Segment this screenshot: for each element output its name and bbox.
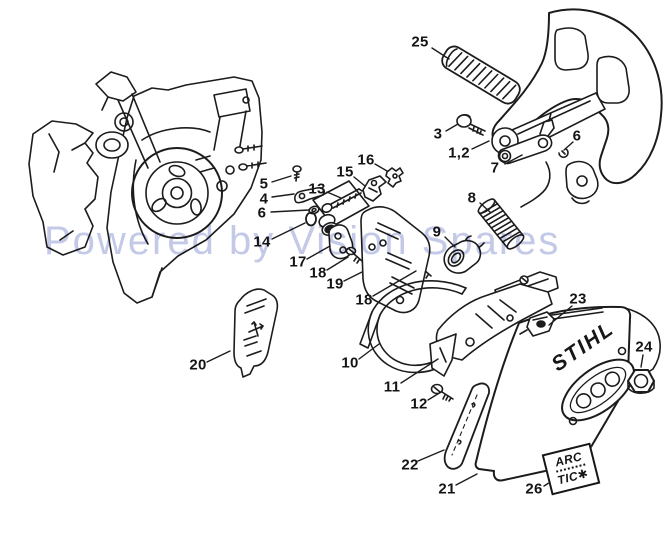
clip-6-sketch (558, 148, 569, 159)
part-label-7[interactable]: 7 (490, 159, 500, 177)
hand-guard-sketch (491, 8, 663, 205)
screw-5-sketch (292, 165, 302, 182)
part-label-9[interactable]: 9 (432, 223, 442, 241)
clip-4-sketch (294, 187, 325, 204)
screw-18a-sketch (345, 246, 363, 264)
brake-mechanism-11-sketch (429, 271, 559, 377)
part-label-19[interactable]: 19 (326, 275, 344, 293)
part-label-4[interactable]: 4 (259, 190, 269, 208)
part-label-14[interactable]: 14 (253, 233, 271, 251)
clip-23-sketch (519, 311, 555, 337)
part-label-15[interactable]: 15 (336, 163, 354, 181)
part-label-20[interactable]: 20 (189, 356, 207, 374)
part-label-6-right[interactable]: 6 (572, 127, 582, 145)
part-label-21[interactable]: 21 (438, 480, 456, 498)
brake-lever-7-sketch (497, 112, 555, 165)
part-label-25[interactable]: 25 (411, 33, 429, 51)
part-label-8[interactable]: 8 (467, 189, 477, 207)
part-label-6-left[interactable]: 6 (257, 204, 267, 222)
grip-pad-25-sketch (441, 45, 521, 105)
part-label-18b[interactable]: 18 (355, 291, 373, 309)
leader-lines (206, 47, 644, 487)
clip-16-sketch (385, 167, 404, 188)
part-label-24[interactable]: 24 (635, 338, 653, 356)
part-label-10[interactable]: 10 (341, 354, 359, 372)
part-label-13[interactable]: 13 (308, 180, 326, 198)
part-label-23[interactable]: 23 (569, 290, 587, 308)
marker-plate-20-sketch (233, 288, 279, 378)
bushing-9-sketch (443, 239, 482, 274)
part-label-22[interactable]: 22 (401, 456, 419, 474)
part-label-5[interactable]: 5 (259, 175, 269, 193)
part-label-26[interactable]: 26 (525, 480, 543, 498)
part-label-11[interactable]: 11 (383, 378, 401, 396)
screw-12-sketch (430, 383, 454, 402)
guide-plate-19-sketch (360, 205, 431, 314)
part-label-12[interactable]: 12 (410, 395, 428, 413)
spring-8-sketch (464, 161, 551, 251)
strip-22-sketch (443, 382, 491, 470)
engine-crankcase-sketch (28, 71, 267, 304)
part-label-18a[interactable]: 18 (309, 264, 327, 282)
part-label-17[interactable]: 17 (289, 253, 307, 271)
nut-24-sketch (627, 369, 655, 395)
part-label-16[interactable]: 16 (357, 151, 375, 169)
bracket-15-sketch (362, 175, 387, 202)
sprocket-cover-21-sketch (474, 305, 661, 482)
part-label-3[interactable]: 3 (433, 125, 443, 143)
part-label-1-2[interactable]: 1,2 (448, 144, 470, 162)
screw-3-sketch (456, 113, 486, 136)
